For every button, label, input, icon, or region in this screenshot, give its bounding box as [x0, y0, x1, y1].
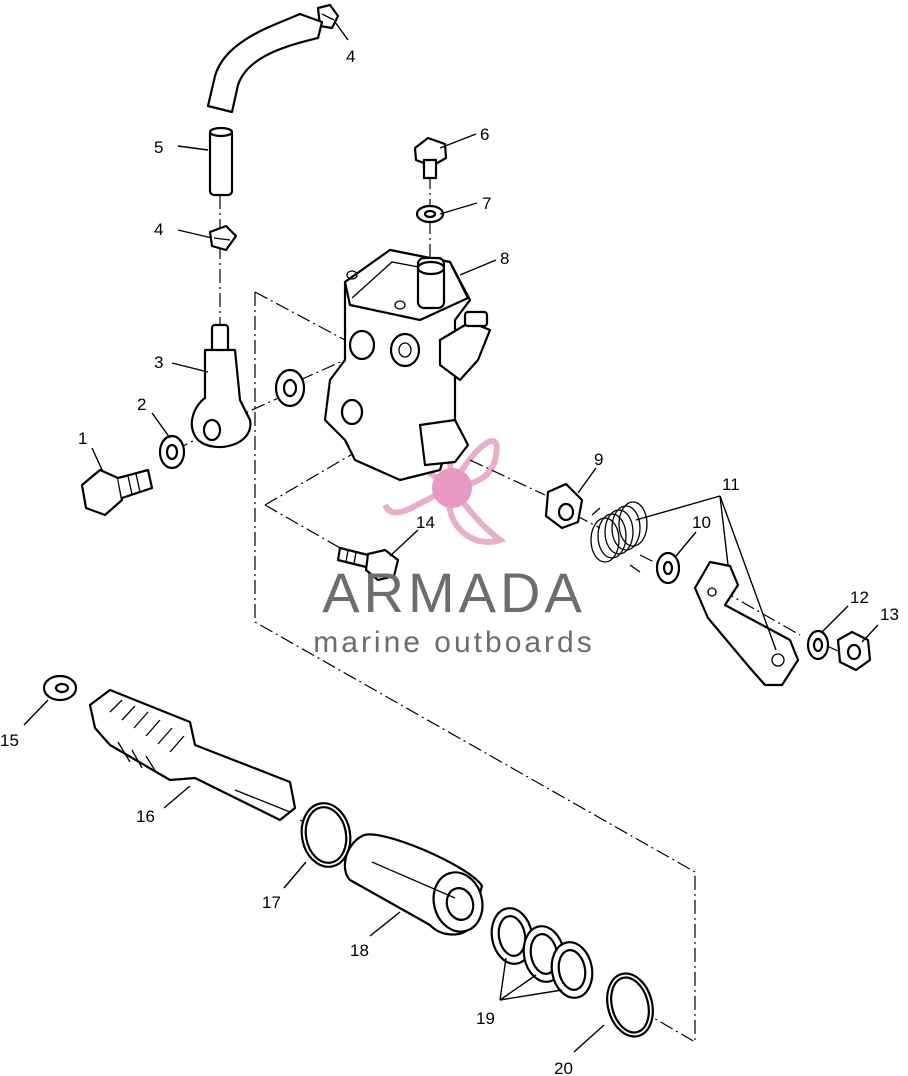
lever-washer — [655, 551, 681, 585]
callout-8: 8 — [500, 249, 509, 268]
armada-watermark: ARMADA marine outboards — [313, 561, 594, 659]
assembly-frame-line — [254, 292, 696, 1044]
bent-fuel-hose — [206, 12, 324, 114]
washer-small — [158, 434, 186, 470]
oil-pump-body — [323, 248, 492, 482]
callout-7: 7 — [482, 194, 491, 213]
callout-3: 3 — [154, 353, 163, 372]
mounting-screw — [336, 546, 400, 582]
control-lever — [693, 560, 800, 687]
callout-19: 19 — [476, 1009, 495, 1028]
callout-20: 20 — [554, 1059, 573, 1076]
vent-screw — [413, 136, 448, 180]
callout-16: 16 — [136, 807, 155, 826]
callout-15: 15 — [0, 731, 19, 750]
lock-washer — [806, 629, 830, 661]
pump-bushing — [343, 833, 484, 936]
leader-lines — [23, 21, 879, 1053]
watermark-tagline: marine outboards — [313, 626, 594, 659]
callout-11: 11 — [722, 475, 740, 494]
o-ring-17 — [300, 802, 352, 868]
callout-10: 10 — [692, 513, 711, 532]
washer-body — [274, 368, 306, 408]
callout-1: 1 — [78, 429, 87, 448]
pump-collar — [544, 482, 584, 530]
callout-4-middle: 4 — [154, 220, 163, 239]
callout-14: 14 — [416, 513, 435, 532]
callout-17: 17 — [262, 893, 281, 912]
hose-clamp-middle — [208, 224, 238, 252]
callout-labels: 4 5 4 3 2 1 6 7 8 9 11 10 12 13 14 15 16… — [0, 47, 899, 1076]
banjo-bolt — [80, 468, 154, 517]
callout-2: 2 — [137, 395, 146, 414]
callout-12: 12 — [850, 588, 869, 607]
callout-18: 18 — [350, 941, 369, 960]
return-spring — [590, 501, 648, 573]
callout-4-top: 4 — [346, 47, 355, 66]
watermark-brand: ARMADA — [322, 561, 586, 624]
sealing-washer — [415, 204, 445, 224]
drive-gear-shaft — [88, 688, 297, 822]
banjo-fitting — [190, 323, 252, 449]
snap-ring — [606, 972, 654, 1038]
thrust-washer — [42, 674, 78, 702]
shim-washers — [490, 907, 594, 999]
straight-hose — [208, 126, 234, 197]
callout-6: 6 — [480, 125, 489, 144]
callout-9: 9 — [594, 450, 603, 469]
callout-5: 5 — [154, 138, 163, 157]
callout-13: 13 — [880, 605, 899, 624]
